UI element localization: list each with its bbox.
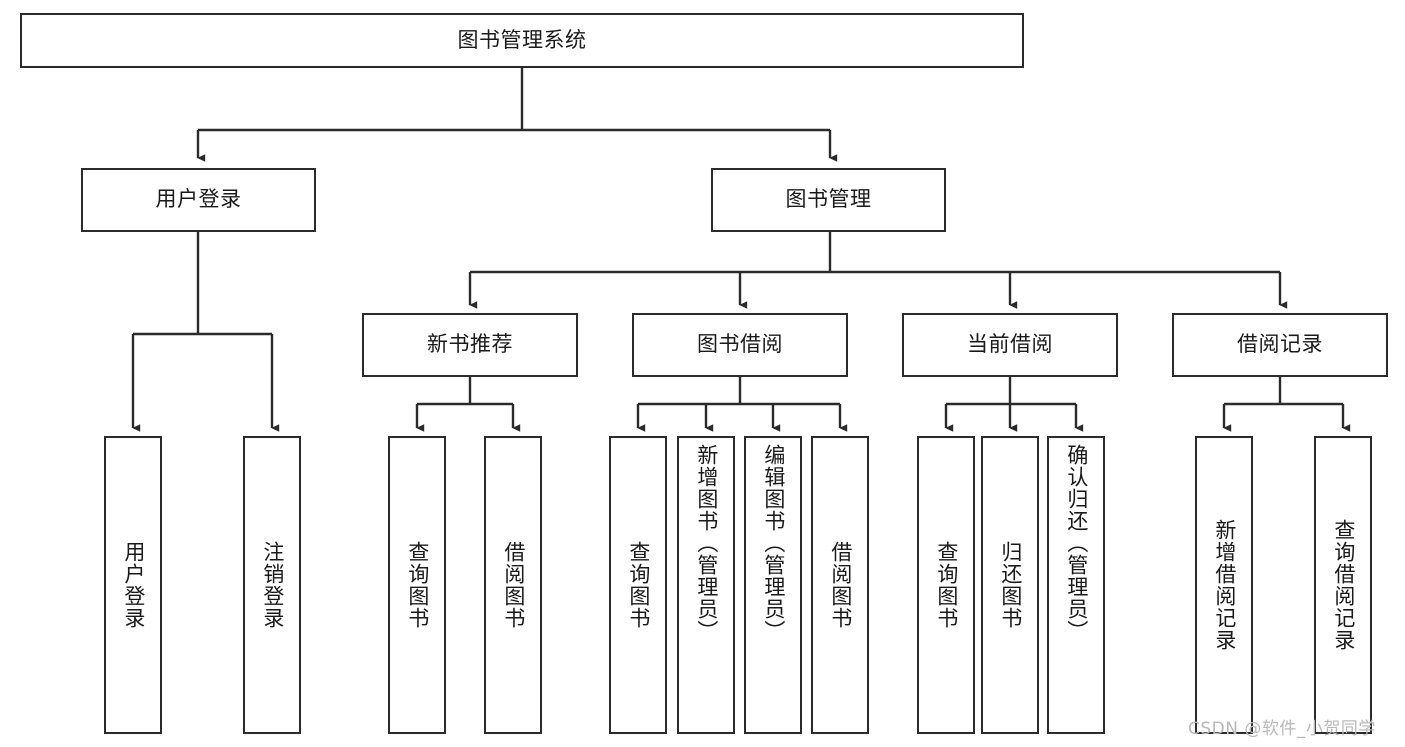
node-label: 查询图书 (934, 541, 959, 629)
node-label: 确认归还（管理员） (1064, 444, 1089, 642)
node-label: 用户登录 (155, 187, 242, 212)
node-label: 借阅图书 (501, 541, 526, 629)
node-label: 图书借阅 (697, 332, 783, 357)
node-borrow-record[interactable]: 借阅记录 (1172, 313, 1388, 377)
leaf-node-query-book-borrow[interactable]: 查询图书 (609, 436, 667, 734)
node-book-borrow[interactable]: 图书借阅 (632, 313, 848, 377)
leaf-node-query-book-recommend[interactable]: 查询图书 (388, 436, 446, 734)
leaf-node-add-book[interactable]: 新增图书（管理员） (677, 436, 735, 734)
leaf-node-add-borrow-record[interactable]: 新增借阅记录 (1195, 436, 1253, 734)
node-label: 注销登录 (260, 541, 285, 629)
node-label: 当前借阅 (967, 332, 1053, 357)
leaf-node-logout[interactable]: 注销登录 (243, 436, 301, 734)
node-label: 图书管理 (785, 187, 872, 212)
leaf-node-return-book[interactable]: 归还图书 (981, 436, 1039, 734)
leaf-node-query-book-current[interactable]: 查询图书 (917, 436, 975, 734)
connector-bookmgmt-to-level3 (468, 232, 1288, 309)
node-label: 新书推荐 (427, 332, 513, 357)
node-label: 编辑图书（管理员） (761, 444, 786, 642)
leaf-node-borrow-book[interactable]: 借阅图书 (811, 436, 869, 734)
node-new-book-recommend[interactable]: 新书推荐 (362, 313, 578, 377)
node-current-borrow[interactable]: 当前借阅 (902, 313, 1118, 377)
node-label: 图书管理系统 (457, 27, 587, 52)
node-label: 借阅图书 (828, 541, 853, 629)
node-label: 归还图书 (998, 541, 1023, 629)
node-user-login[interactable]: 用户登录 (81, 168, 316, 232)
leaf-node-user-login[interactable]: 用户登录 (104, 436, 162, 734)
connector-current-to-leaves (944, 377, 1084, 432)
leaf-node-edit-book[interactable]: 编辑图书（管理员） (744, 436, 802, 734)
node-label: 用户登录 (121, 541, 146, 629)
connector-recommend-to-leaves (415, 377, 521, 432)
node-label: 查询图书 (405, 541, 430, 629)
node-book-management[interactable]: 图书管理 (711, 168, 946, 232)
leaf-node-query-borrow-record[interactable]: 查询借阅记录 (1314, 436, 1372, 734)
leaf-node-borrow-book-recommend[interactable]: 借阅图书 (484, 436, 542, 734)
connector-record-to-leaves (1222, 377, 1351, 432)
node-label: 借阅记录 (1237, 332, 1323, 357)
connector-borrow-to-leaves (636, 377, 848, 432)
leaf-node-confirm-return[interactable]: 确认归还（管理员） (1047, 436, 1105, 734)
node-label: 查询借阅记录 (1331, 519, 1356, 651)
node-label: 查询图书 (626, 541, 651, 629)
node-label: 新增借阅记录 (1212, 519, 1237, 651)
node-root-system[interactable]: 图书管理系统 (20, 13, 1024, 68)
node-label: 新增图书（管理员） (694, 444, 719, 642)
connector-userlogin-to-leaves (131, 232, 280, 432)
connector-root-to-level2 (196, 68, 838, 162)
